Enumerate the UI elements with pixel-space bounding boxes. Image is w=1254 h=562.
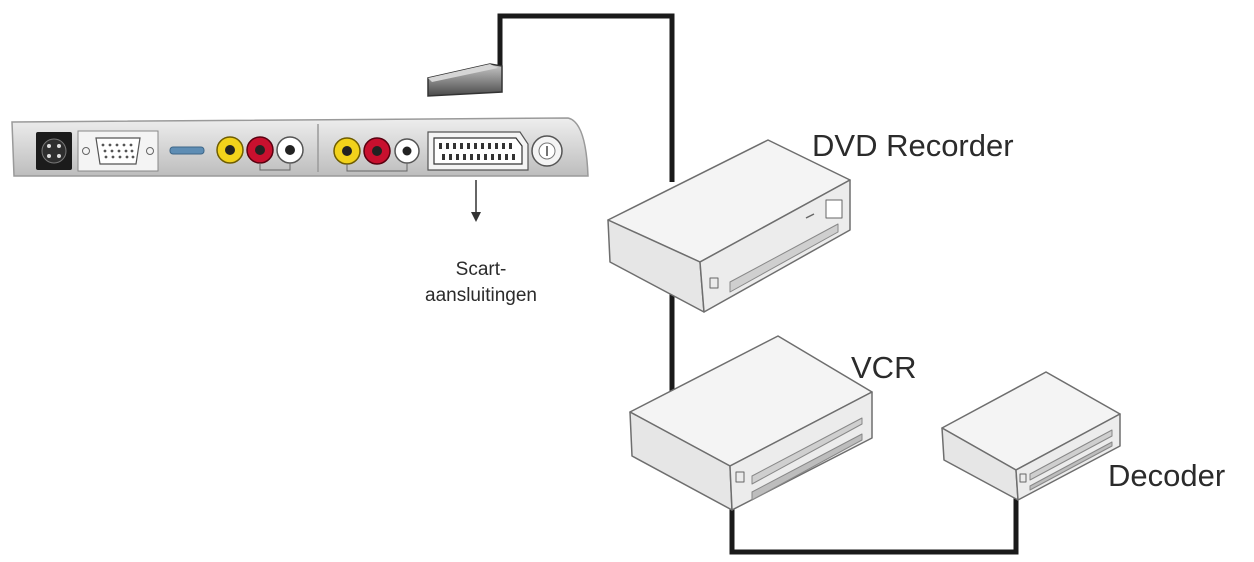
tv-connector-panel xyxy=(11,117,589,177)
vcr-label: VCR xyxy=(851,350,917,385)
vga-connector xyxy=(77,130,159,172)
dvd-recorder-label: DVD Recorder xyxy=(812,128,1014,163)
scart-label-line2: aansluitingen xyxy=(425,285,537,306)
rca-group-2 xyxy=(333,137,420,172)
antenna-connector xyxy=(531,135,563,167)
power-connector xyxy=(36,132,72,170)
rca-group-1 xyxy=(216,136,304,171)
scart-cable xyxy=(497,13,1019,555)
scart-arrow xyxy=(471,180,481,222)
vcr-device xyxy=(629,335,873,511)
dvd-recorder-device xyxy=(607,139,851,313)
decoder-label: Decoder xyxy=(1108,458,1226,493)
scart-plug xyxy=(427,63,503,97)
decoder-device xyxy=(941,371,1121,501)
scart-connector xyxy=(427,131,529,171)
scart-label-line1: Scart- xyxy=(455,259,507,280)
cable-tv-to-dvd xyxy=(497,13,675,182)
cable-vcr-to-decoder xyxy=(729,492,1019,555)
headphone-slot xyxy=(169,146,205,155)
